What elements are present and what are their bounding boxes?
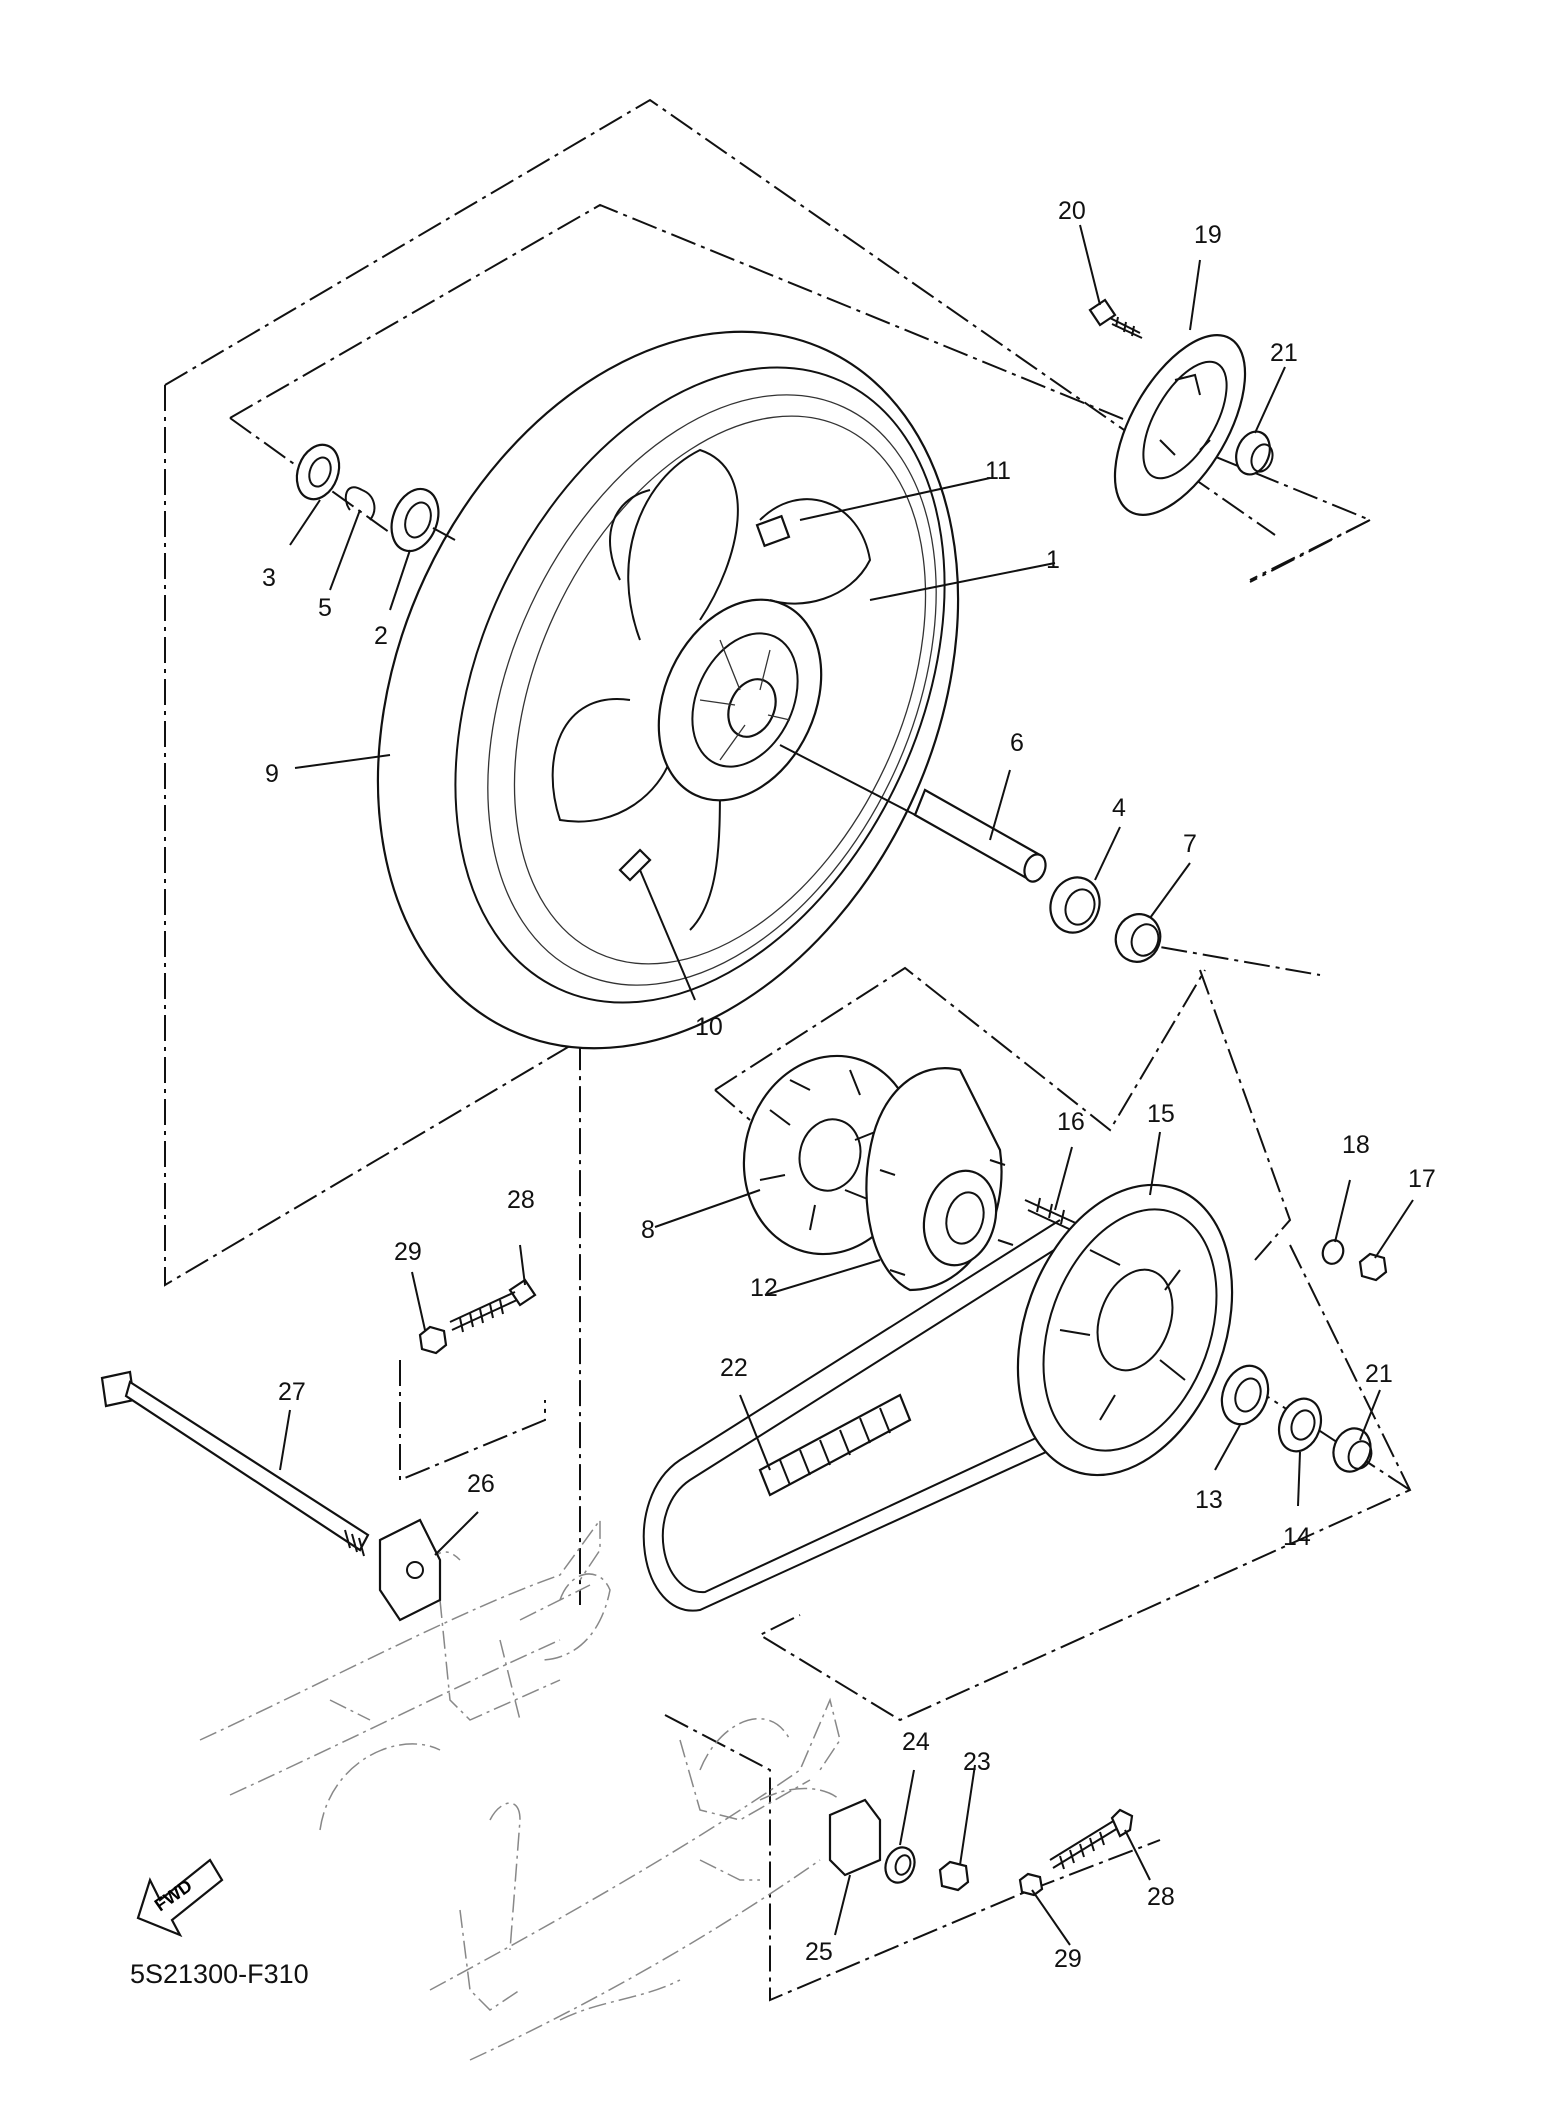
diagram-code: 5S21300-F310 (130, 1959, 309, 1989)
sprocket-hub (865, 1067, 1083, 1292)
callout-1: 1 (1046, 546, 1060, 574)
callout-28a: 28 (507, 1186, 535, 1214)
callout-3: 3 (262, 564, 276, 592)
rear-sprocket (1016, 1183, 1234, 1477)
callout-25: 25 (805, 1938, 833, 1966)
callout-28b: 28 (1147, 1883, 1175, 1911)
spacer-and-bearing (913, 788, 1162, 963)
fwd-arrow-icon: FWD (136, 1858, 224, 1938)
callout-12: 12 (750, 1274, 778, 1302)
callout-27: 27 (278, 1378, 306, 1406)
callout-29a: 29 (394, 1238, 422, 1266)
leader-lines (279, 224, 1414, 1946)
left-hub-parts (295, 443, 456, 553)
rear-axle (100, 1370, 370, 1557)
callout-22: 22 (720, 1354, 748, 1382)
callout-29b: 29 (1054, 1945, 1082, 1973)
callout-13: 13 (1195, 1486, 1223, 1514)
chain-adjuster-block-upper (378, 1518, 442, 1622)
callout-26: 26 (467, 1470, 495, 1498)
callout-17: 17 (1408, 1165, 1436, 1193)
callout-16: 16 (1057, 1108, 1085, 1136)
callout-5: 5 (318, 594, 332, 622)
brake-disc-assembly (1088, 298, 1274, 516)
callout-24: 24 (902, 1728, 930, 1756)
callout-7: 7 (1183, 830, 1197, 858)
callout-8: 8 (641, 1216, 655, 1244)
drive-chain (642, 1219, 1161, 1612)
callout-6: 6 (1010, 729, 1024, 757)
callout-labels: 1 2 3 4 5 6 7 8 9 10 11 12 13 14 15 16 1… (262, 197, 1436, 1973)
callout-20: 20 (1058, 197, 1086, 225)
callout-2: 2 (374, 622, 388, 650)
callout-18: 18 (1342, 1131, 1370, 1159)
callout-11: 11 (985, 457, 1011, 485)
right-hub-parts (1220, 1239, 1388, 1473)
callout-19: 19 (1194, 221, 1222, 249)
adjuster-bolt-upper (418, 1278, 537, 1355)
lower-adjuster-parts (828, 1798, 1134, 1897)
callout-9: 9 (265, 760, 279, 788)
callout-14: 14 (1283, 1523, 1311, 1551)
callout-15: 15 (1147, 1100, 1175, 1128)
callout-23: 23 (963, 1748, 991, 1776)
swingarm-outline-lower (429, 1697, 841, 2061)
callout-10: 10 (695, 1013, 723, 1041)
callout-21a: 21 (1270, 339, 1298, 367)
callout-4: 4 (1112, 794, 1126, 822)
callout-21b: 21 (1365, 1360, 1393, 1388)
rear-wheel-tyre (376, 330, 960, 1050)
